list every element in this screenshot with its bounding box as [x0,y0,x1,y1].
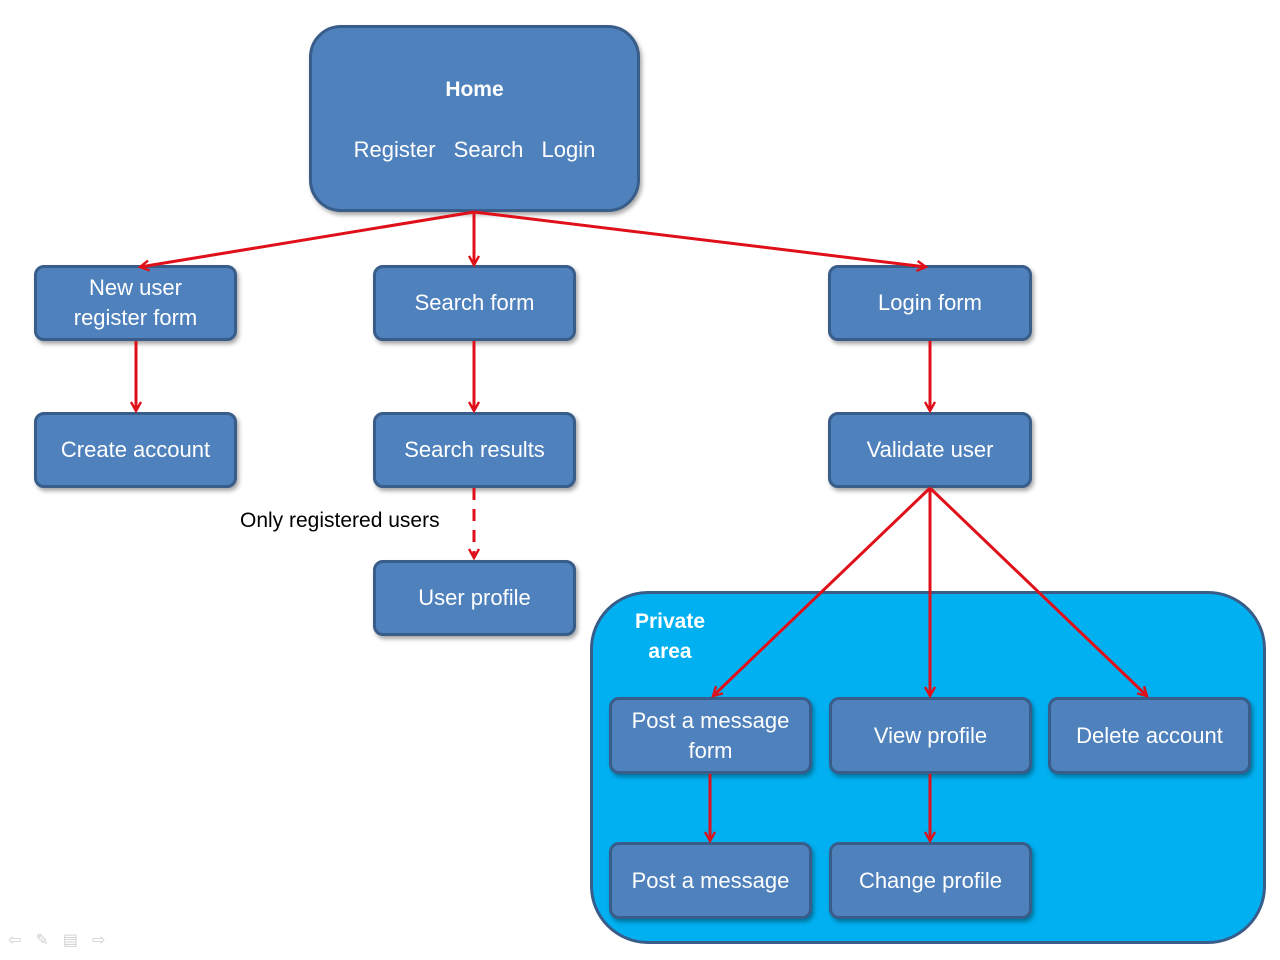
arrow-home-to-new-user-register-form [140,210,475,267]
delete-account-node[interactable]: Delete account [1048,697,1251,774]
node-label-line-2: form [688,737,733,763]
node-label: Login form [878,290,982,315]
view-profile-node[interactable]: View profile [829,697,1032,774]
arrow-validate-user-to-delete-account [928,486,1147,696]
node-label: Change profile [858,867,1003,893]
pen-icon[interactable]: ✎ [35,932,49,949]
validate-user-node[interactable]: Validate user [828,412,1032,488]
post-a-message-form-node[interactable]: Post a message form [609,697,812,774]
slideshow-toolbar: ⇦ ✎ ▤ ⇨ [8,930,105,950]
home-link-login[interactable]: Login [541,137,596,162]
node-label: Post a message [631,867,790,893]
search-results-node[interactable]: Search results [373,412,576,488]
node-label-line-1: Post a message [631,707,790,733]
menu-icon[interactable]: ▤ [62,932,78,949]
node-label: Delete account [1076,722,1223,748]
private-area-label: Private area [610,607,730,667]
node-label: Validate user [866,437,994,462]
node-label: User profile [418,585,531,610]
next-slide-icon[interactable]: ⇨ [91,932,106,949]
only-registered-users-label: Only registered users [240,509,440,532]
search-form-node[interactable]: Search form [373,265,576,341]
node-label: Search results [404,437,545,462]
node-label: Create account [60,437,211,462]
new-user-register-form-node[interactable]: New user register form [34,265,237,341]
change-profile-node[interactable]: Change profile [829,842,1032,919]
private-area-label-line-2: area [648,640,692,663]
arrow-validate-user-to-post-a-message-form [713,486,932,696]
previous-slide-icon[interactable]: ⇦ [8,932,22,949]
node-label: Search form [414,290,535,315]
private-area-label-line-1: Private [634,610,706,633]
node-label: View profile [873,722,988,748]
home-node[interactable]: Home Register Search Login [309,25,640,212]
home-title: Home [445,78,504,101]
user-profile-node[interactable]: User profile [373,560,576,636]
node-label-line-1: New user [89,275,182,300]
home-link-search[interactable]: Search [453,137,524,162]
create-account-node[interactable]: Create account [34,412,237,488]
node-label-line-2: register form [73,305,198,330]
login-form-node[interactable]: Login form [828,265,1032,341]
post-a-message-node[interactable]: Post a message [609,842,812,919]
arrow-home-to-login-form [473,210,926,267]
home-links: Register Search Login [348,135,602,165]
home-link-register[interactable]: Register [353,137,436,162]
